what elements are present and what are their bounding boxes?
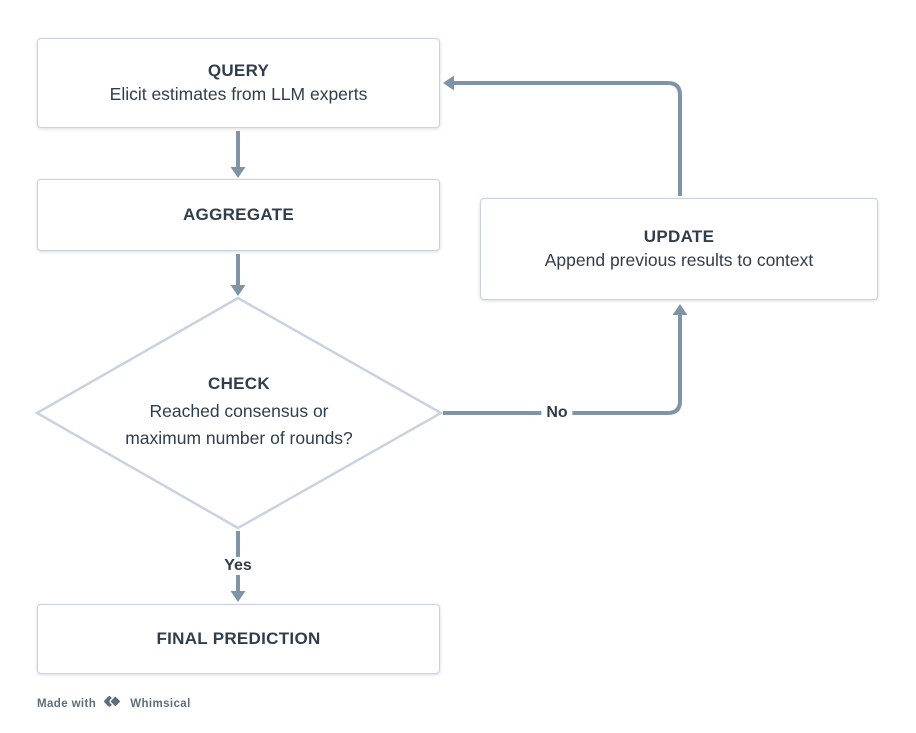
- node-check: CHECK Reached consensus or maximum numbe…: [119, 374, 359, 452]
- arrow-update-to-query: [443, 75, 682, 196]
- node-update-description: Append previous results to context: [544, 250, 814, 270]
- node-query-description: Elicit estimates from LLM experts: [109, 84, 368, 104]
- whimsical-logo-icon: [102, 694, 124, 714]
- node-query: QUERY Elicit estimates from LLM experts: [37, 38, 440, 128]
- node-check-title: CHECK: [208, 374, 270, 393]
- watermark-brand-label: Whimsical: [130, 698, 191, 710]
- edge-label-yes: Yes: [219, 557, 257, 575]
- whimsical-watermark-link[interactable]: Made with Whimsical: [37, 694, 191, 714]
- node-check-description: Reached consensus or maximum number of r…: [125, 401, 353, 448]
- node-query-title: QUERY: [207, 61, 270, 80]
- node-final-prediction-title: FINAL PREDICTION: [156, 629, 321, 648]
- node-update: UPDATE Append previous results to contex…: [480, 198, 878, 300]
- node-update-title: UPDATE: [643, 227, 715, 246]
- arrow-check-to-update: [443, 304, 688, 415]
- node-aggregate-title: AGGREGATE: [182, 205, 294, 224]
- node-final-prediction: FINAL PREDICTION: [37, 604, 440, 674]
- watermark-made-with-label: Made with: [37, 698, 97, 710]
- node-aggregate: AGGREGATE: [37, 179, 440, 251]
- edge-label-no: No: [541, 404, 573, 422]
